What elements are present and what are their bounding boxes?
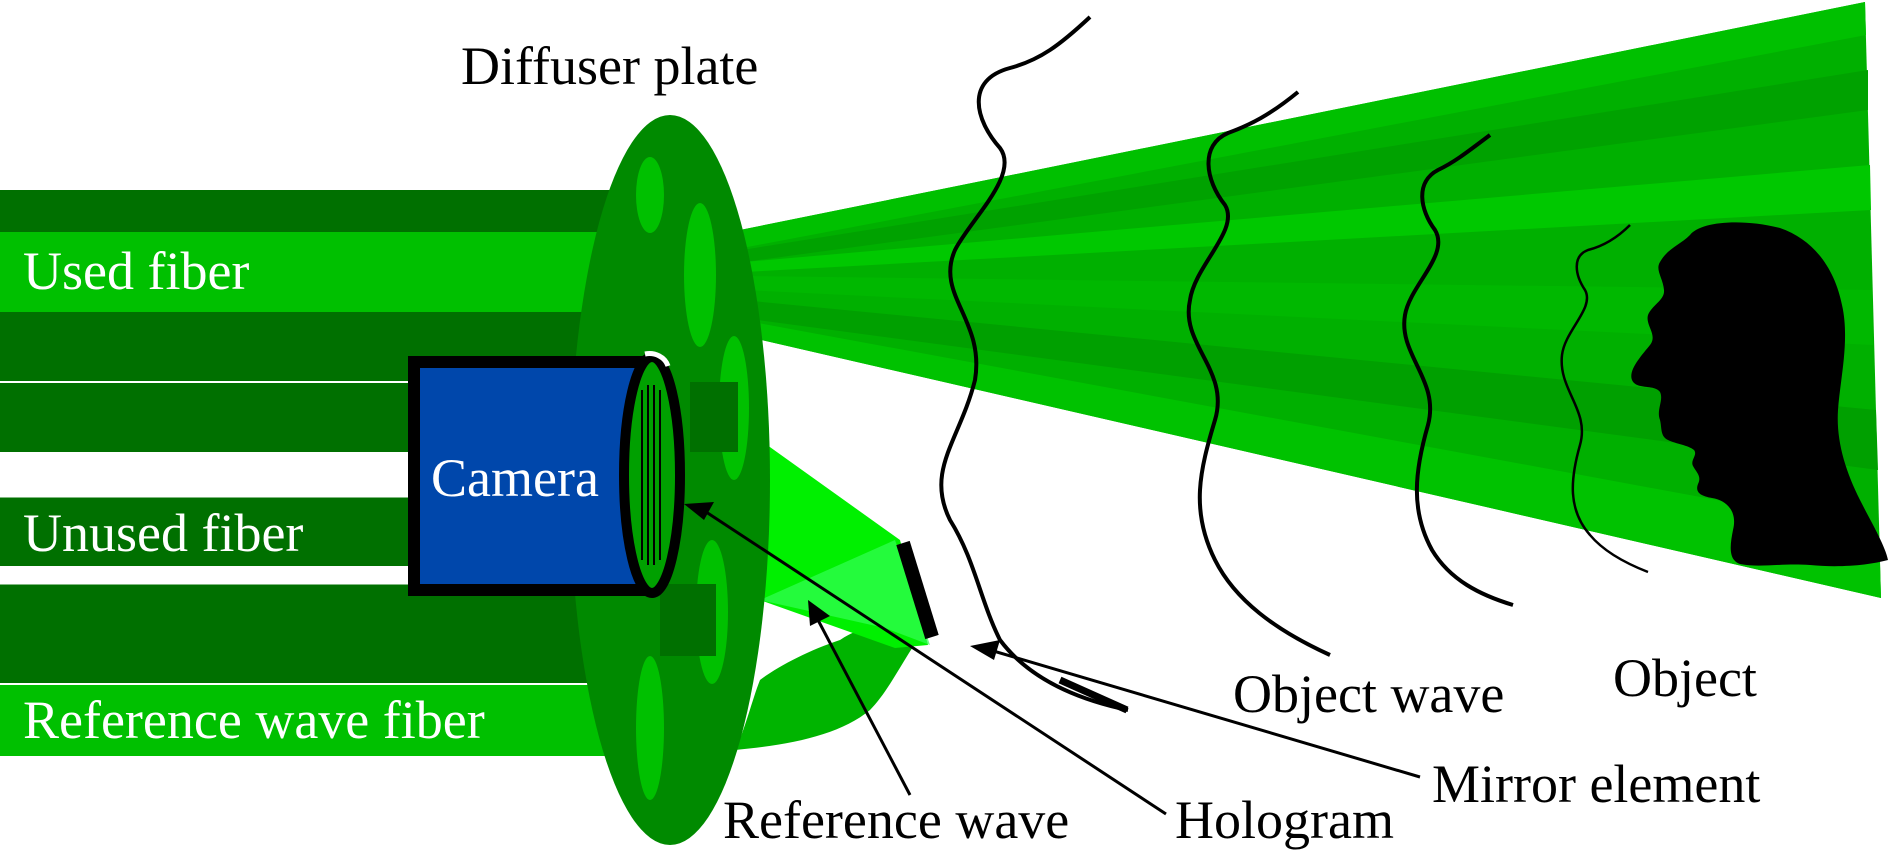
label-object: Object <box>1613 648 1757 708</box>
label-reference-wave: Reference wave <box>723 790 1069 850</box>
diffuser-hole-1 <box>636 157 664 233</box>
label-hologram: Hologram <box>1175 790 1394 850</box>
hologram-grating <box>641 385 661 565</box>
object-wavefronts <box>939 15 1649 714</box>
camera-lens-ring <box>619 352 685 598</box>
wavefront-extension <box>1058 676 1129 714</box>
object-light-cone <box>740 2 1881 598</box>
wavefront-3 <box>1402 133 1514 607</box>
label-mirror-element: Mirror element <box>1432 754 1760 814</box>
fiber-top-unused <box>0 190 660 232</box>
label-object-wave: Object wave <box>1233 664 1504 724</box>
fiber-bundle <box>0 190 730 756</box>
hologram-pointer-arrowhead <box>684 502 714 520</box>
camera-body <box>408 356 650 596</box>
mirror-element <box>896 540 939 640</box>
light-cone-ray-2 <box>742 70 1868 262</box>
reference-wave-arc <box>735 625 925 750</box>
light-cone-ray-5 <box>742 300 1878 470</box>
camera-lens-highlight <box>644 351 671 368</box>
diffuser-hole-5 <box>636 656 664 800</box>
reference-wave-fiber <box>0 684 660 756</box>
light-cone-ray-3 <box>744 165 1871 272</box>
diagram-labels: Diffuser plate Used fiber Unused fiber R… <box>23 36 1760 850</box>
wavefront-2 <box>1186 90 1331 657</box>
light-cone-ray-1 <box>740 2 1866 248</box>
mirror-pointer-arrowhead <box>970 640 1000 660</box>
object-head-silhouette <box>1631 222 1888 567</box>
wavefront-1 <box>939 15 1129 712</box>
camera <box>408 351 685 598</box>
light-cone-ray-6 <box>740 320 1881 598</box>
label-used-fiber: Used fiber <box>23 241 249 301</box>
reference-wave-fan-inner <box>760 540 930 645</box>
unused-fiber <box>0 496 420 566</box>
light-cone-ray-4 <box>744 276 1873 345</box>
reference-wave-pointer-arrowhead <box>808 600 830 626</box>
reference-wave-pointer-line <box>816 619 912 796</box>
label-diffuser-plate: Diffuser plate <box>461 36 758 96</box>
mirror-pointer-line <box>989 648 1421 779</box>
hologram-pointer-line <box>699 506 1167 816</box>
pointer-lines <box>684 502 1421 816</box>
fiber-stub-lower <box>660 584 716 656</box>
wavefront-4 <box>1560 224 1649 574</box>
label-unused-fiber: Unused fiber <box>23 503 303 563</box>
label-camera: Camera <box>431 448 599 508</box>
diffuser-hole-2 <box>684 203 716 347</box>
label-reference-wave-fiber: Reference wave fiber <box>23 690 485 750</box>
fiber-stub-right <box>690 382 738 452</box>
